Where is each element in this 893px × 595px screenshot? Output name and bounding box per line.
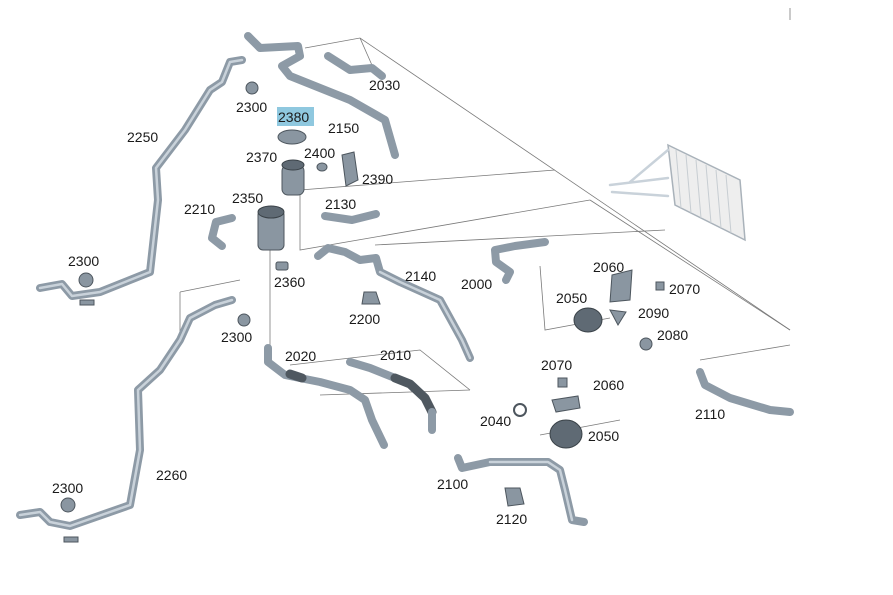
label-2040[interactable]: 2040	[480, 413, 511, 429]
label-2000[interactable]: 2000	[461, 276, 492, 292]
label-2010[interactable]: 2010	[380, 347, 411, 363]
label-2050-a[interactable]: 2050	[556, 290, 587, 306]
label-2070-a[interactable]: 2070	[669, 281, 700, 297]
label-2130[interactable]: 2130	[325, 196, 356, 212]
label-2360[interactable]: 2360	[274, 274, 305, 290]
radiator	[608, 143, 746, 242]
label-2300-d[interactable]: 2300	[52, 480, 83, 496]
label-2090[interactable]: 2090	[638, 305, 669, 321]
label-2120[interactable]: 2120	[496, 511, 527, 527]
label-2060-a[interactable]: 2060	[593, 259, 624, 275]
label-2250[interactable]: 2250	[127, 129, 158, 145]
label-2350[interactable]: 2350	[232, 190, 263, 206]
hoses	[16, 32, 794, 530]
label-2110[interactable]: 2110	[695, 406, 725, 422]
label-2060-b[interactable]: 2060	[593, 377, 624, 393]
label-2300-c[interactable]: 2300	[221, 329, 252, 345]
label-2200[interactable]: 2200	[349, 311, 380, 327]
label-2050-b[interactable]: 2050	[588, 428, 619, 444]
label-2400[interactable]: 2400	[304, 145, 335, 161]
label-2390[interactable]: 2390	[362, 171, 393, 187]
label-2210[interactable]: 2210	[184, 201, 215, 217]
label-2300-a[interactable]: 2300	[236, 99, 267, 115]
small-parts	[60, 81, 665, 543]
label-2380[interactable]: 2380	[278, 109, 309, 125]
label-2100[interactable]: 2100	[437, 476, 468, 492]
label-2260[interactable]: 2260	[156, 467, 187, 483]
label-2020[interactable]: 2020	[285, 348, 316, 364]
label-2150[interactable]: 2150	[328, 120, 359, 136]
label-2140[interactable]: 2140	[405, 268, 436, 284]
part-labels: 2030 2300 2380 2150 2250 2370 2400 2390 …	[52, 77, 725, 527]
highlight-2380	[277, 107, 314, 126]
label-2070-b[interactable]: 2070	[541, 357, 572, 373]
label-2300-b[interactable]: 2300	[68, 253, 99, 269]
label-2370[interactable]: 2370	[246, 149, 277, 165]
label-2080[interactable]: 2080	[657, 327, 688, 343]
label-2030[interactable]: 2030	[369, 77, 400, 93]
